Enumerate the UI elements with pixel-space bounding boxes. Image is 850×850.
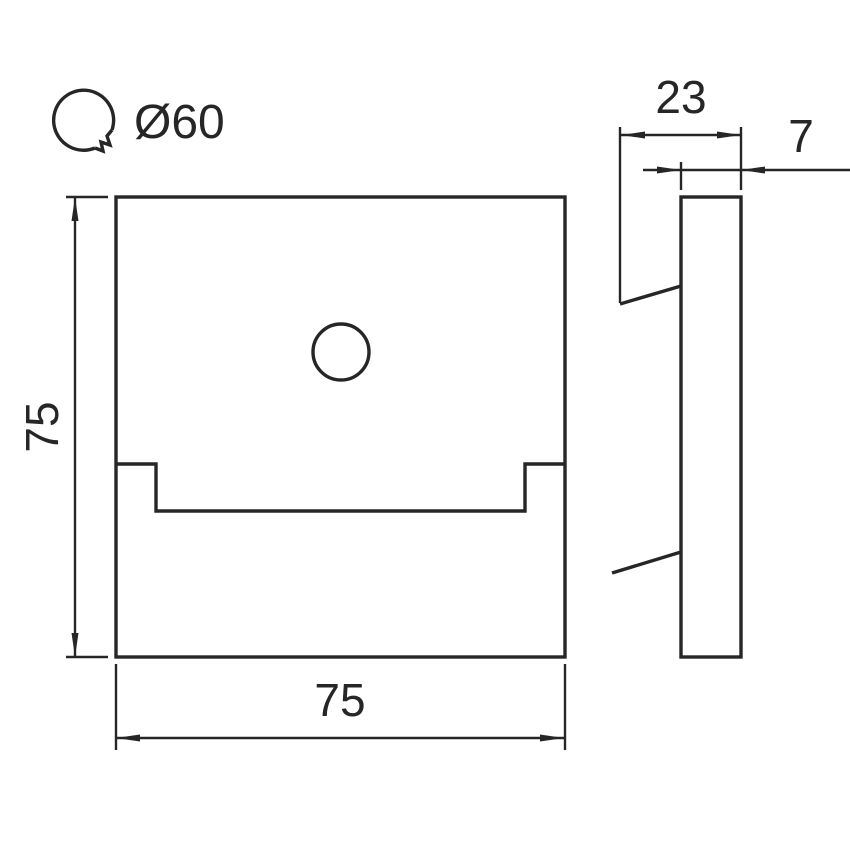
height-dimension: 75: [16, 195, 108, 659]
thickness-dimension: 7: [643, 110, 850, 190]
arrowhead-down-icon: [71, 633, 79, 657]
arrowhead-left-icon: [741, 166, 765, 174]
front-plate-profile: [679, 195, 743, 659]
hole-saw-teeth-icon: [94, 128, 114, 154]
center-hole: [311, 322, 371, 382]
height-dimension-label: 75: [16, 401, 68, 452]
depth-dimension-label: 23: [655, 71, 706, 123]
thickness-dimension-label: 7: [788, 110, 814, 162]
front-outline: [114, 195, 567, 659]
front-view: [114, 195, 567, 659]
arrowhead-right-icon: [657, 166, 681, 174]
width-dimension: 75: [114, 664, 567, 750]
housing-top-edge: [619, 284, 682, 306]
arrowhead-right-icon: [717, 131, 741, 139]
depth-dimension: 23: [618, 71, 743, 303]
diffuser-step-line: [116, 462, 565, 513]
drill-note: Ø60: [51, 88, 225, 154]
arrowhead-up-icon: [71, 197, 79, 221]
arrowhead-right-icon: [540, 734, 564, 742]
width-dimension-label: 75: [314, 674, 365, 726]
housing-bottom-edge: [611, 550, 682, 575]
drill-diameter-label: Ø60: [134, 96, 225, 149]
arrowhead-left-icon: [621, 131, 645, 139]
arrowhead-left-icon: [116, 734, 140, 742]
hole-saw-icon: [51, 88, 116, 152]
side-view: [611, 195, 743, 659]
